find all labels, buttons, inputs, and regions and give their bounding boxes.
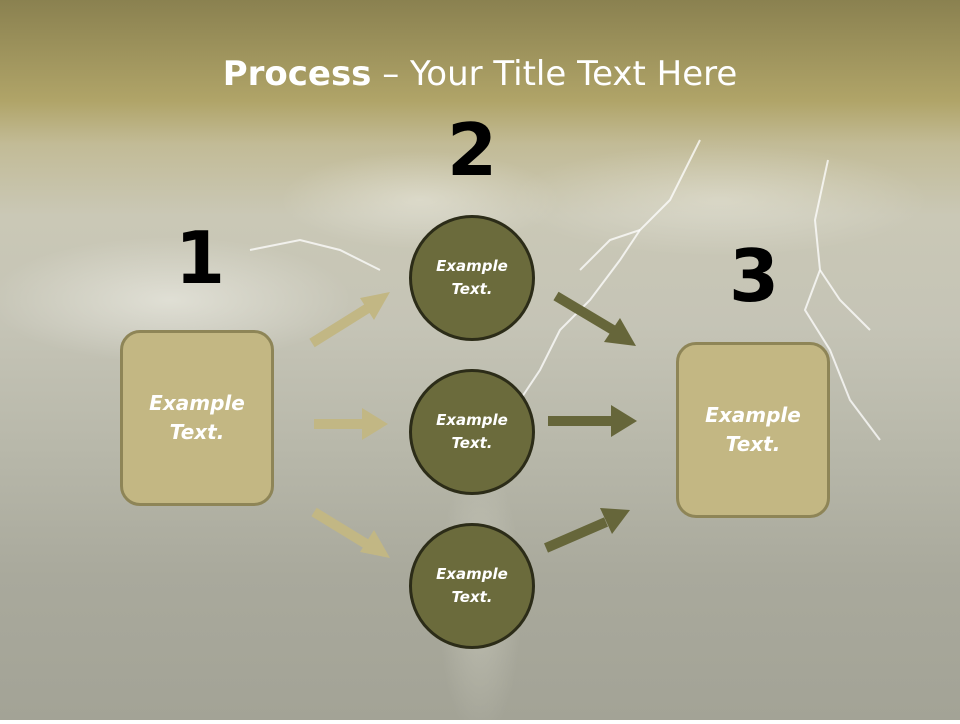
title-bold: Process (222, 54, 372, 94)
circle-middle: Example Text. (409, 369, 535, 495)
arrow-bottom-to-right (544, 508, 630, 553)
right-box-line1: Example (705, 403, 801, 427)
step-number-1: 1 (174, 216, 226, 300)
right-box: Example Text. (676, 342, 830, 518)
left-box: Example Text. (120, 330, 274, 506)
left-box-line1: Example (149, 391, 245, 415)
arrow-left-to-middle (314, 408, 388, 440)
circle-bottom-line1: Example (436, 565, 508, 583)
step-number-2: 2 (446, 108, 498, 192)
title-rest: – Your Title Text Here (371, 54, 738, 94)
circle-middle-line2: Text. (451, 434, 493, 452)
arrow-top-to-right (553, 291, 636, 346)
circle-top-line2: Text. (451, 280, 493, 298)
step-number-3: 3 (728, 234, 780, 318)
arrow-left-to-top (309, 292, 390, 348)
circle-top: Example Text. (409, 215, 535, 341)
circle-top-line1: Example (436, 257, 508, 275)
circle-bottom: Example Text. (409, 523, 535, 649)
arrow-middle-to-right (548, 405, 637, 437)
left-box-line2: Text. (169, 420, 225, 444)
slide-title: Process – Your Title Text Here (0, 52, 960, 96)
circle-bottom-line2: Text. (451, 588, 493, 606)
right-box-line2: Text. (725, 432, 781, 456)
circle-middle-line1: Example (436, 411, 508, 429)
arrow-left-to-bottom (311, 507, 390, 558)
